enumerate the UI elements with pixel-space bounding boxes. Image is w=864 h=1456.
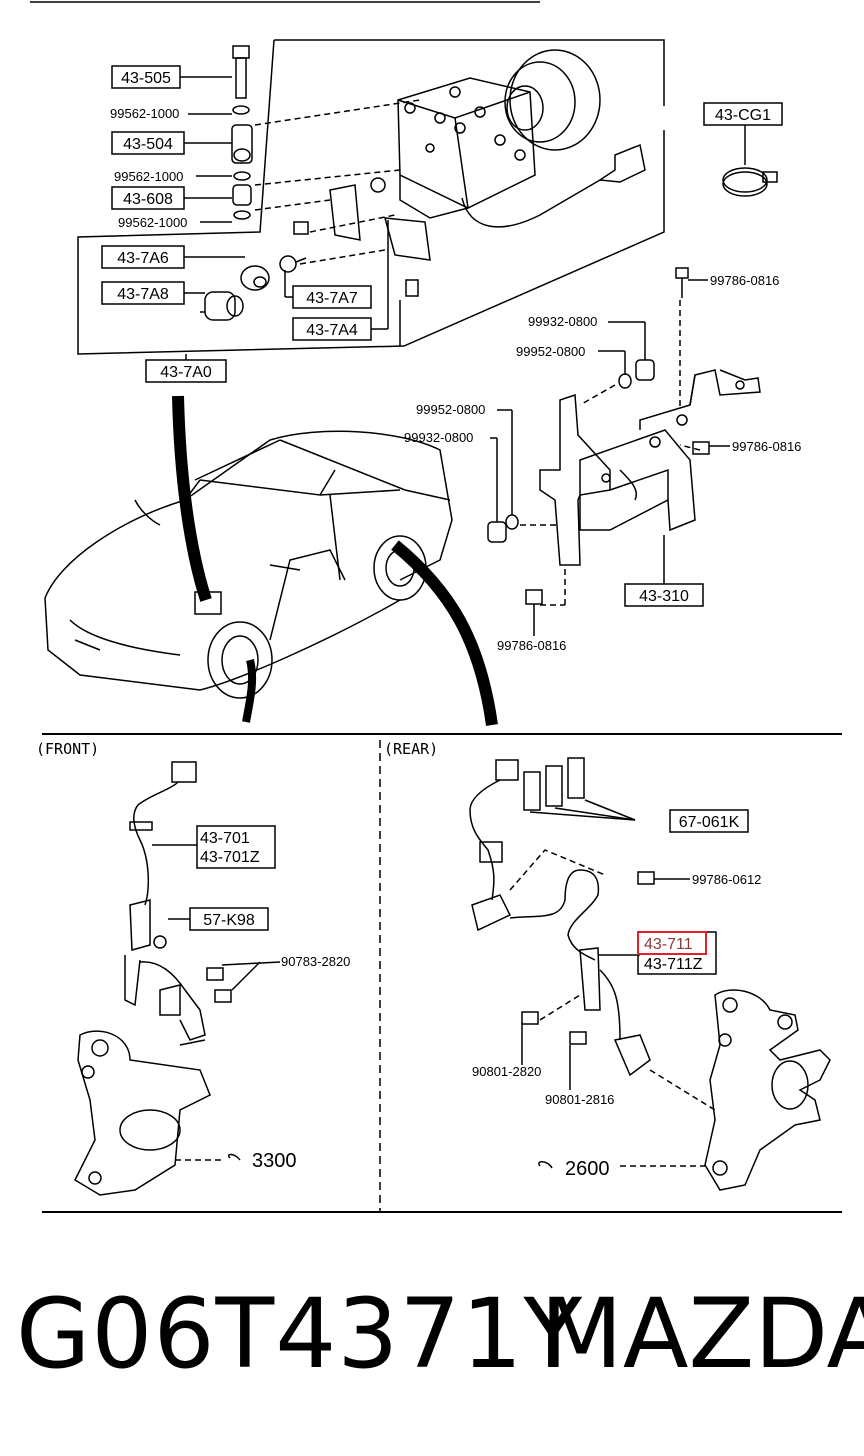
ref-3300: 3300 — [252, 1150, 297, 1172]
abs-bracket — [539, 369, 761, 566]
label-43-711Z: 43-711Z — [644, 956, 703, 973]
highlight-box — [637, 931, 707, 955]
label-99932-0800-b: 99932-0800 — [404, 430, 473, 445]
label-57-K98: 57-K98 — [203, 912, 255, 929]
label-43-608: 43-608 — [123, 191, 173, 208]
front-knuckle-drawing — [74, 1030, 211, 1196]
label-99952-0800-a: 99952-0800 — [516, 344, 585, 359]
mount-bushings — [200, 221, 419, 321]
label-43-701Z: 43-701Z — [200, 849, 260, 866]
abs-frame — [77, 39, 665, 355]
abs-frame-top — [274, 39, 665, 106]
label-90801-2820: 90801-2820 — [472, 1064, 541, 1079]
label-43-7A0: 43-7A0 — [160, 364, 212, 381]
label-99562-1000-c: 99562-1000 — [118, 215, 187, 230]
label-67-061K: 67-061K — [679, 814, 740, 831]
rear-knuckle-drawing — [704, 989, 831, 1191]
hydraulic-unit-drawing — [329, 49, 646, 261]
label-99932-0800-a: 99932-0800 — [528, 314, 597, 329]
car-drawing — [44, 430, 453, 699]
label-43-7A8: 43-7A8 — [117, 286, 169, 303]
rear-sensor-drawing — [469, 757, 655, 1077]
label-99786-0816-a: 99786-0816 — [710, 273, 779, 288]
label-43-504: 43-504 — [123, 136, 173, 153]
label-99786-0612: 99786-0612 — [692, 872, 761, 887]
label-99786-0816-c: 99786-0816 — [497, 638, 566, 653]
label-43-505: 43-505 — [121, 70, 171, 87]
label-99786-0816-b: 99786-0816 — [732, 439, 801, 454]
ref-2600: 2600 — [565, 1158, 610, 1180]
front-sensor-drawing — [124, 761, 232, 1041]
label-99952-0800-b: 99952-0800 — [416, 402, 485, 417]
label-43-7A7: 43-7A7 — [306, 290, 358, 307]
label-43-711: 43-711 — [644, 936, 693, 953]
hose-clamp — [703, 102, 783, 197]
bolt-washer-stack — [231, 45, 253, 220]
section-rear: (REAR) — [384, 740, 438, 758]
label-43-7A6: 43-7A6 — [117, 250, 169, 267]
label-90783-2820: 90783-2820 — [281, 954, 350, 969]
label-99562-1000-a: 99562-1000 — [110, 106, 179, 121]
label-99562-1000-b: 99562-1000 — [114, 169, 183, 184]
part-number: G06T4371Y — [16, 1278, 584, 1390]
brand-name: MAZDA — [540, 1278, 864, 1390]
label-43-7A4: 43-7A4 — [306, 322, 358, 339]
label-43-310: 43-310 — [639, 588, 689, 605]
label-43-701: 43-701 — [200, 830, 250, 847]
label-43-CG1: 43-CG1 — [715, 107, 771, 124]
label-90801-2816: 90801-2816 — [545, 1092, 614, 1107]
section-front: (FRONT) — [36, 740, 99, 758]
